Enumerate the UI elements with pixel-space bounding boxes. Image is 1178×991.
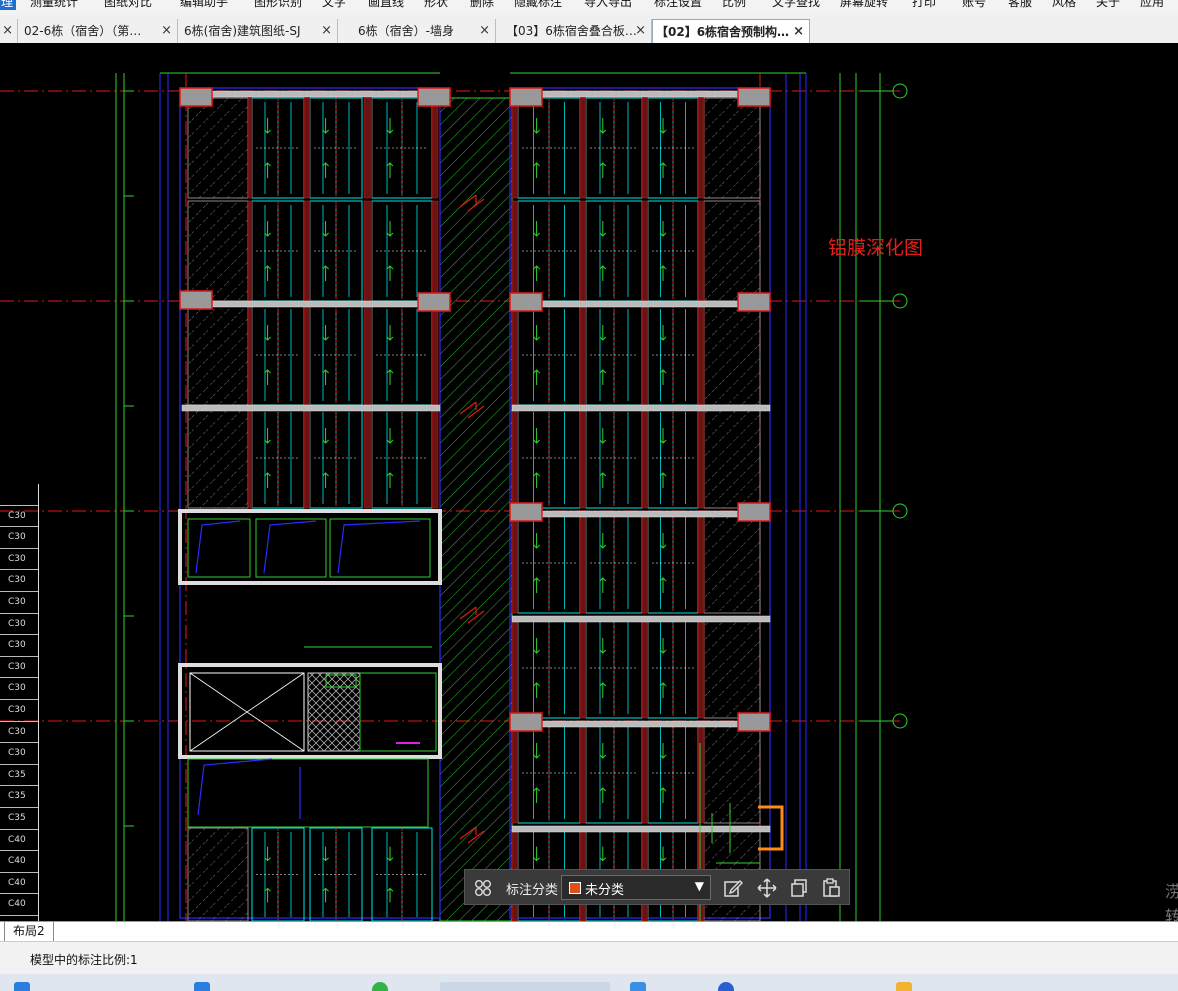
tab-document-5-active[interactable]: 【02】6栋宿舍预制构…× xyxy=(652,19,810,43)
grade-cell: C30 xyxy=(0,614,38,636)
edge-text-2: 转 xyxy=(1165,907,1178,921)
tab-document-4[interactable]: 【03】6栋宿舍叠合板…× xyxy=(496,19,652,43)
annotation-text: 铝膜深化图 xyxy=(828,237,924,259)
menu-item-16[interactable]: 账号 xyxy=(962,0,987,9)
grade-cell: C35 xyxy=(0,765,38,787)
chevron-down-icon: ▼ xyxy=(694,879,704,893)
menu-item-10[interactable]: 导入导出 xyxy=(584,0,633,9)
menu-item-17[interactable]: 客服 xyxy=(1008,0,1033,9)
copy-icon[interactable] xyxy=(789,878,809,898)
annotation-float-toolbar: 标注分类 未分类 ▼ xyxy=(464,869,850,905)
grade-cell: C40 xyxy=(0,894,38,916)
close-icon[interactable]: × xyxy=(793,24,804,39)
edge-text-1: 涝 xyxy=(1165,882,1178,901)
grade-cell: C30 xyxy=(0,635,38,657)
category-color-swatch xyxy=(569,882,581,894)
close-icon[interactable]: × xyxy=(479,23,490,38)
grade-cell: C30 xyxy=(0,743,38,765)
tab-document-1[interactable]: 02-6栋（宿舍）（第… × xyxy=(18,19,178,43)
close-icon[interactable]: × xyxy=(635,23,646,38)
menu-item-1[interactable]: 测量统计 xyxy=(30,0,79,9)
taskbar-app-icon[interactable] xyxy=(372,982,388,991)
document-tab-bar: × 02-6栋（宿舍）（第… × 6栋(宿舍)建筑图纸-SJ × 6栋（宿舍）-墙身… xyxy=(0,15,1178,44)
status-bar: 模型中的标注比例:1 xyxy=(0,941,1178,975)
layout-tab-bar: 布局2 xyxy=(0,921,1178,942)
menu-bar: 理 测量统计 图纸对比 编辑助手 图形识别 文字 画直线 形状 删除 隐藏标注 导入导出 标注设置 比例… xyxy=(0,0,1178,15)
grade-cell: C30 xyxy=(0,570,38,592)
grade-cell: C30 xyxy=(0,657,38,679)
menu-item-2[interactable]: 图纸对比 xyxy=(104,0,153,9)
tab-label: 【03】6栋宿舍叠合板… xyxy=(506,24,637,38)
menu-item-4[interactable]: 图形识别 xyxy=(254,0,303,9)
grade-cell: C30 xyxy=(0,549,38,571)
tab-label: 02-6栋（宿舍）（第… xyxy=(24,24,142,38)
tab-label: 【02】6栋宿舍预制构… xyxy=(656,25,790,39)
tab-document-3[interactable]: 6栋（宿舍）-墙身 × xyxy=(338,19,496,43)
taskbar-app-icon[interactable] xyxy=(14,982,30,991)
grade-cell: C40 xyxy=(0,873,38,895)
edit-icon[interactable] xyxy=(723,878,743,898)
grade-cell: C40 xyxy=(0,851,38,873)
grade-cell: C30 xyxy=(0,527,38,549)
tab-label: 6栋（宿舍）-墙身 xyxy=(358,24,454,38)
menu-item-8[interactable]: 删除 xyxy=(470,0,495,9)
menu-item-12[interactable]: 比例 xyxy=(722,0,747,9)
menu-item-9[interactable]: 隐藏标注 xyxy=(514,0,563,9)
grade-cell: C30 xyxy=(0,722,38,744)
move-icon[interactable] xyxy=(757,878,777,898)
taskbar-app-icon[interactable] xyxy=(194,982,210,991)
os-taskbar xyxy=(0,974,1178,991)
grade-cell: C30 xyxy=(0,506,38,528)
close-icon[interactable]: × xyxy=(321,23,332,38)
taskbar-active-window[interactable] xyxy=(440,982,610,991)
menu-item-5[interactable]: 文字 xyxy=(322,0,347,9)
menu-item-3[interactable]: 编辑助手 xyxy=(180,0,229,9)
folder-icon[interactable] xyxy=(896,982,912,991)
grade-cell: C30 xyxy=(0,678,38,700)
floor-plan-drawing xyxy=(0,72,908,921)
grid-icon[interactable] xyxy=(474,879,492,897)
grade-cell: C30 xyxy=(0,592,38,614)
category-select[interactable]: 未分类 ▼ xyxy=(561,875,711,900)
grade-cell: C35 xyxy=(0,786,38,808)
paste-icon[interactable] xyxy=(821,878,841,898)
category-label: 标注分类 xyxy=(506,883,559,898)
menu-item-13[interactable]: 文字查找 xyxy=(772,0,821,9)
menu-item-20[interactable]: 应用 xyxy=(1140,0,1165,9)
menu-item-7[interactable]: 形状 xyxy=(424,0,449,9)
grade-cell: C30 xyxy=(0,700,38,722)
grade-cell xyxy=(0,484,38,506)
grade-cell: C35 xyxy=(0,808,38,830)
scale-status-text: 模型中的标注比例:1 xyxy=(30,953,138,967)
menu-item-15[interactable]: 打印 xyxy=(912,0,937,9)
category-select-value: 未分类 xyxy=(585,883,625,898)
close-icon[interactable]: × xyxy=(161,23,172,38)
menu-item-14[interactable]: 屏幕旋转 xyxy=(840,0,889,9)
grade-cell: C40 xyxy=(0,830,38,852)
menu-item-6[interactable]: 画直线 xyxy=(368,0,405,9)
taskbar-app-icon[interactable] xyxy=(718,982,734,991)
menu-item-11[interactable]: 标注设置 xyxy=(654,0,703,9)
tab-document-2[interactable]: 6栋(宿舍)建筑图纸-SJ × xyxy=(178,19,338,43)
menu-item-18[interactable]: 风格 xyxy=(1052,0,1077,9)
tab-layout2[interactable]: 布局2 xyxy=(4,922,54,942)
tab-label: 6栋(宿舍)建筑图纸-SJ xyxy=(184,24,301,38)
tab-close-prev[interactable]: × xyxy=(0,19,18,43)
taskbar-app-icon[interactable] xyxy=(630,982,646,991)
menu-item-0[interactable]: 理 xyxy=(0,0,17,10)
menu-item-19[interactable]: 关于 xyxy=(1096,0,1121,9)
